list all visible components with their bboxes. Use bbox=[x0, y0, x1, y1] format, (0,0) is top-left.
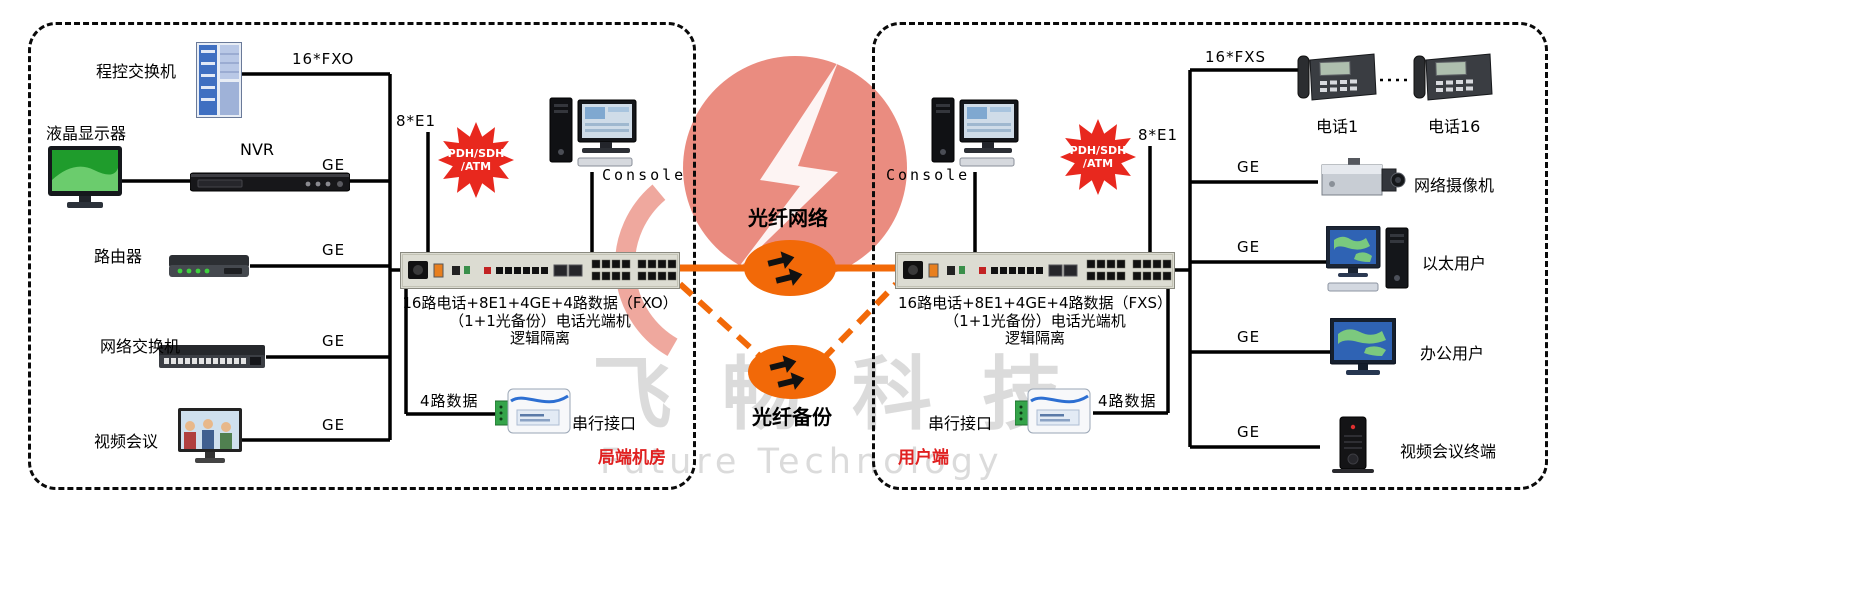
watermark-text-en: Future Technology bbox=[600, 442, 1004, 482]
e1-label: 8*E1 bbox=[1138, 126, 1179, 144]
burst-line1: PDH/SDH bbox=[1069, 144, 1127, 157]
ge-label: GE bbox=[322, 332, 346, 350]
e1-label: 8*E1 bbox=[396, 112, 437, 130]
router-label: 路由器 bbox=[94, 247, 143, 266]
ge-label: GE bbox=[1237, 238, 1261, 256]
ge-label: GE bbox=[1237, 328, 1261, 346]
console-label: Console bbox=[886, 166, 971, 184]
video-conference-monitor-icon bbox=[178, 408, 242, 466]
fiber-backup-label: 光纤备份 bbox=[752, 405, 832, 429]
serial-label: 串行接口 bbox=[572, 414, 637, 433]
data4-label: 4路数据 bbox=[1098, 392, 1157, 410]
ge-label: GE bbox=[322, 416, 346, 434]
lcd-label: 液晶显示器 bbox=[46, 124, 127, 143]
vc-label: 视频会议 bbox=[94, 432, 159, 451]
pbx-label: 程控交换机 bbox=[96, 62, 177, 81]
vc-terminal-icon bbox=[1320, 415, 1386, 475]
fiber-multiplexer-rack-right bbox=[895, 252, 1175, 289]
console-label: Console bbox=[602, 166, 687, 184]
fiber-network-label: 光纤网络 bbox=[748, 206, 828, 230]
desktop-computer-icon bbox=[1326, 226, 1410, 296]
ip-phone-icon-1 bbox=[1296, 44, 1378, 106]
data4-label: 4路数据 bbox=[420, 392, 479, 410]
fxo-port-label: 16*FXO bbox=[292, 50, 355, 68]
ge-label: GE bbox=[322, 241, 346, 259]
eth-user-label: 以太用户 bbox=[1422, 254, 1487, 273]
lcd-monitor-icon bbox=[48, 146, 122, 210]
user-side-room-label: 用户端 bbox=[898, 448, 949, 468]
serial-label: 串行接口 bbox=[928, 414, 993, 433]
fiber-multiplexer-rack-left bbox=[400, 252, 680, 289]
burst-line2: /ATM bbox=[460, 160, 492, 173]
burst-line1: PDH/SDH bbox=[447, 147, 505, 160]
fxs-port-label: 16*FXS bbox=[1205, 48, 1267, 66]
console-computer-icon-right bbox=[930, 96, 1020, 170]
rack-caption-line2: （1+1光备份）电话光端机 bbox=[944, 312, 1126, 330]
central-office-room-label: 局端机房 bbox=[598, 448, 666, 468]
serial-interface-device-right bbox=[1015, 386, 1093, 436]
phone1-label: 电话1 bbox=[1316, 117, 1359, 136]
rack-caption-line3: 逻辑隔离 bbox=[1004, 329, 1065, 347]
ge-label: GE bbox=[322, 156, 346, 174]
console-computer-icon-left bbox=[548, 96, 638, 170]
office-monitor-icon bbox=[1330, 318, 1396, 380]
burst-line2: /ATM bbox=[1082, 157, 1114, 170]
rack-caption-line2: （1+1光备份）电话光端机 bbox=[449, 312, 631, 330]
nvr-device-icon bbox=[190, 172, 350, 192]
serial-interface-device-left bbox=[495, 386, 573, 436]
switch-label: 网络交换机 bbox=[100, 337, 181, 356]
ge-label: GE bbox=[1237, 423, 1261, 441]
ethernet-switch-icon bbox=[158, 342, 266, 370]
router-icon bbox=[168, 250, 250, 280]
vc-terminal-label: 视频会议终端 bbox=[1400, 442, 1497, 461]
nvr-label: NVR bbox=[240, 140, 275, 159]
rack-caption-line1: 16路电话+8E1+4GE+4路数据（FXO） bbox=[402, 294, 678, 312]
rack-caption-line3: 逻辑隔离 bbox=[509, 329, 570, 347]
network-camera-icon bbox=[1318, 158, 1406, 204]
pbx-switch-icon bbox=[196, 42, 242, 118]
camera-label: 网络摄像机 bbox=[1414, 176, 1495, 195]
ge-label: GE bbox=[1237, 158, 1261, 176]
ip-phone-icon-16 bbox=[1412, 44, 1494, 106]
phone16-label: 电话16 bbox=[1428, 117, 1481, 136]
fiber-network-ellipse bbox=[744, 240, 836, 296]
pdh-sdh-atm-burst-left: PDH/SDH /ATM bbox=[436, 120, 516, 200]
rack-caption-line1: 16路电话+8E1+4GE+4路数据（FXS） bbox=[898, 294, 1172, 312]
office-user-label: 办公用户 bbox=[1420, 344, 1485, 363]
pdh-sdh-atm-burst-right: PDH/SDH /ATM bbox=[1058, 117, 1138, 197]
